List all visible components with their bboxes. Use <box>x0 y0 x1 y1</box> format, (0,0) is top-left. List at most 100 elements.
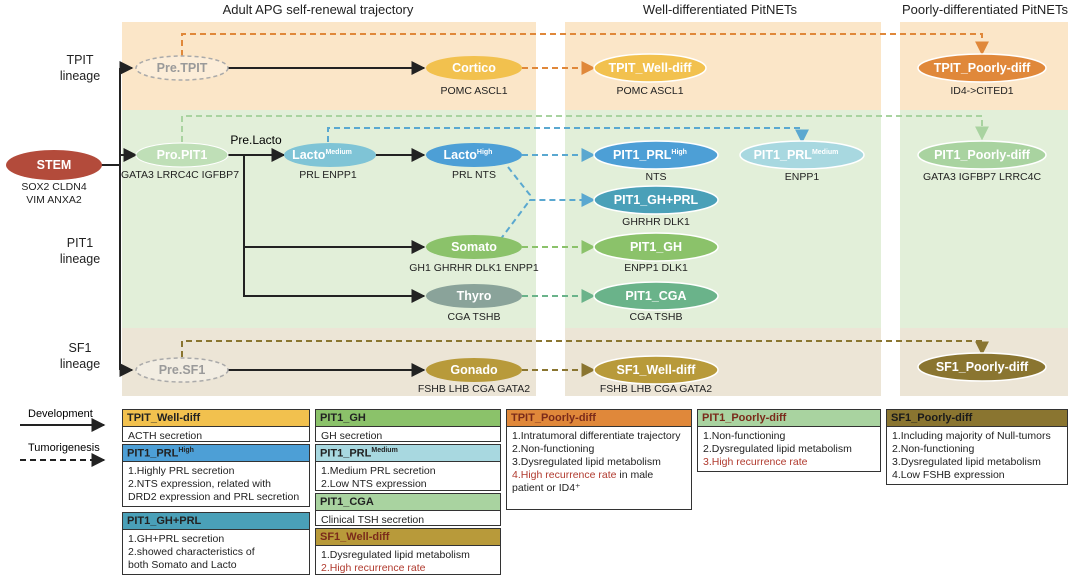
pit1-prl-high-node[interactable] <box>593 140 719 170</box>
cortico-markers: POMC ASCL1 <box>440 85 507 97</box>
box-sf1-well-body: 1.Dysregulated lipid metabolism 2.High r… <box>316 546 500 578</box>
box-line-highlight: 2.High recurrence rate <box>321 562 426 574</box>
box-line: 1.Highly PRL secretion <box>128 465 235 477</box>
box-pit1-poorly-title: PIT1_Poorly-diff <box>698 410 880 427</box>
pit1-gh-prl-node[interactable] <box>593 185 719 215</box>
gonado-node[interactable] <box>426 358 522 382</box>
pre-sf1-node[interactable] <box>135 357 229 383</box>
lacto-medium-node[interactable] <box>284 143 376 167</box>
lacto-medium-text: Lacto <box>292 148 326 162</box>
lacto-high-markers: PRL NTS <box>452 169 496 181</box>
dash-lacto-high-to-gh-prl <box>507 166 596 207</box>
pre-tpit-label: Pre.TPIT <box>157 61 208 75</box>
box-tpit-well-body: ACTH secretion <box>123 427 309 446</box>
box-line: Clinical TSH secretion <box>321 514 425 526</box>
cortico-node[interactable] <box>426 56 522 80</box>
pit1-cga-label: PIT1_CGA <box>625 289 686 303</box>
pro-pit1-label: Pro.PIT1 <box>157 148 208 162</box>
box-tpit-poorly: TPIT_Poorly-diff 1.Intratumoral differen… <box>506 409 692 510</box>
gonado-markers: FSHB LHB CGA GATA2 <box>418 383 530 395</box>
pit1-poorly-label: PIT1_Poorly-diff <box>934 148 1031 162</box>
pre-sf1-label: Pre.SF1 <box>159 363 206 377</box>
pre-tpit-node[interactable] <box>135 55 229 81</box>
pit1-prl-medium-node[interactable] <box>739 140 865 170</box>
box-line: both Somato and Lacto <box>128 559 237 571</box>
sf1-well-label: SF1_Well-diff <box>617 363 697 377</box>
box-tpit-poorly-body: 1.Intratumoral differentiate trajectory … <box>507 427 691 498</box>
sf1-well-node[interactable] <box>593 355 719 385</box>
sf1-well-markers: FSHB LHB CGA GATA2 <box>600 383 712 395</box>
box-line: 1.Intratumoral differentiate trajectory <box>512 430 681 442</box>
pro-pit1-node[interactable] <box>135 142 229 168</box>
box-line: 1.GH+PRL secretion <box>128 533 225 545</box>
sf1-poorly-label: SF1_Poorly-diff <box>936 360 1029 374</box>
header-adult: Adult APG self-renewal trajectory <box>223 2 414 17</box>
pit1-poorly-node[interactable] <box>917 140 1047 170</box>
lacto-medium-label: LactoMedium <box>292 148 352 162</box>
pit1-prl-medium-label: PIT1_PRLMedium <box>754 148 839 162</box>
box-pit1-prl-high-body: 1.Highly PRL secretion 2.NTS expression,… <box>123 462 309 507</box>
box-line: GH secretion <box>321 430 383 442</box>
dash-lacto-medium-to-prl-medium <box>327 127 809 144</box>
box-title-sup: Medium <box>371 447 398 454</box>
box-pit1-poorly: PIT1_Poorly-diff 1.Non-functioning 2.Dys… <box>697 409 881 472</box>
thyro-node[interactable] <box>426 284 522 308</box>
tpit-poorly-node[interactable] <box>917 53 1047 83</box>
box-sf1-poorly: SF1_Poorly-diff 1.Including majority of … <box>886 409 1068 485</box>
tumorigenesis-connectors <box>181 33 989 377</box>
pit1-prl-medium-sup: Medium <box>812 149 838 156</box>
lineage-sf1-line2: lineage <box>60 357 100 371</box>
box-pit1-prl-medium-body: 1.Medium PRL secretion 2.Low NTS express… <box>316 462 500 494</box>
pit1-gh-prl-label: PIT1_GH+PRL <box>614 193 699 207</box>
box-line: patient or ID4⁺ <box>512 482 581 494</box>
pit1-prl-high-text: PIT1_PRL <box>613 148 672 162</box>
pit1-gh-markers: ENPP1 DLK1 <box>624 262 688 274</box>
tpit-well-node[interactable] <box>593 53 707 83</box>
box-line: 1.Non-functioning <box>703 430 786 442</box>
sf1-poorly-node[interactable] <box>917 352 1047 382</box>
box-pit1-poorly-body: 1.Non-functioning 2.Dysregulated lipid m… <box>698 427 880 472</box>
somato-markers: GH1 GHRHR DLK1 ENPP1 <box>409 262 539 274</box>
box-line: 2.Non-functioning <box>512 443 595 455</box>
stem-markers-line2: VIM ANXA2 <box>26 194 82 206</box>
lineage-sf1-line1: SF1 <box>69 341 92 355</box>
box-line: ACTH secretion <box>128 430 203 442</box>
box-pit1-cga: PIT1_CGA Clinical TSH secretion <box>315 493 501 526</box>
pit1-gh-node[interactable] <box>593 232 719 262</box>
pit1-poorly-markers: GATA3 IGFBP7 LRRC4C <box>923 171 1041 183</box>
legend-tumorigenesis-label: Tumorigenesis <box>28 442 100 454</box>
box-pit1-gh-title: PIT1_GH <box>316 410 500 427</box>
lineage-tpit-line1: TPIT <box>66 53 93 67</box>
gonado-label: Gonado <box>450 363 498 377</box>
tpit-poorly-label: TPIT_Poorly-diff <box>934 61 1031 75</box>
legend-development-label: Development <box>28 408 93 420</box>
box-sf1-poorly-body: 1.Including majority of Null-tumors 2.No… <box>887 427 1067 485</box>
somato-node[interactable] <box>426 235 522 259</box>
pro-pit1-markers: GATA3 LRRC4C IGFBP7 <box>121 169 239 181</box>
box-line: 4.Low FSHB expression <box>892 469 1005 481</box>
box-tpit-well-title: TPIT_Well-diff <box>123 410 309 427</box>
stem-node[interactable] <box>6 150 102 180</box>
box-pit1-gh-prl-title: PIT1_GH+PRL <box>123 513 309 530</box>
thyro-markers: CGA TSHB <box>448 311 501 323</box>
dash-pro-pit1-to-pit1-poorly <box>181 115 989 142</box>
box-line: 2.Dysregulated lipid metabolism <box>703 443 852 455</box>
pit1-cga-node[interactable] <box>593 281 719 311</box>
lineage-pit1-line2: lineage <box>60 252 100 266</box>
box-line: 1.Medium PRL secretion <box>321 465 436 477</box>
pit1-cga-markers: CGA TSHB <box>630 311 683 323</box>
lacto-high-label: LactoHigh <box>444 148 493 162</box>
dash-somato-to-gh-prl <box>499 199 531 241</box>
box-line: 2.showed characteristics of <box>128 546 255 558</box>
lacto-high-node[interactable] <box>426 143 522 167</box>
box-pit1-cga-title: PIT1_CGA <box>316 494 500 511</box>
box-line: 3.Dysregulated lipid metabolism <box>512 456 661 468</box>
box-title-sup: High <box>178 447 194 454</box>
pit1-prl-high-markers: NTS <box>646 171 667 183</box>
box-line: 3.Dysregulated lipid metabolism <box>892 456 1041 468</box>
box-line-highlight: 3.High recurrence rate <box>703 456 808 468</box>
box-tpit-poorly-title: TPIT_Poorly-diff <box>507 410 691 427</box>
background-bands <box>122 22 1068 396</box>
stem-label: STEM <box>37 158 72 172</box>
arrow-to-thyro <box>243 247 426 303</box>
